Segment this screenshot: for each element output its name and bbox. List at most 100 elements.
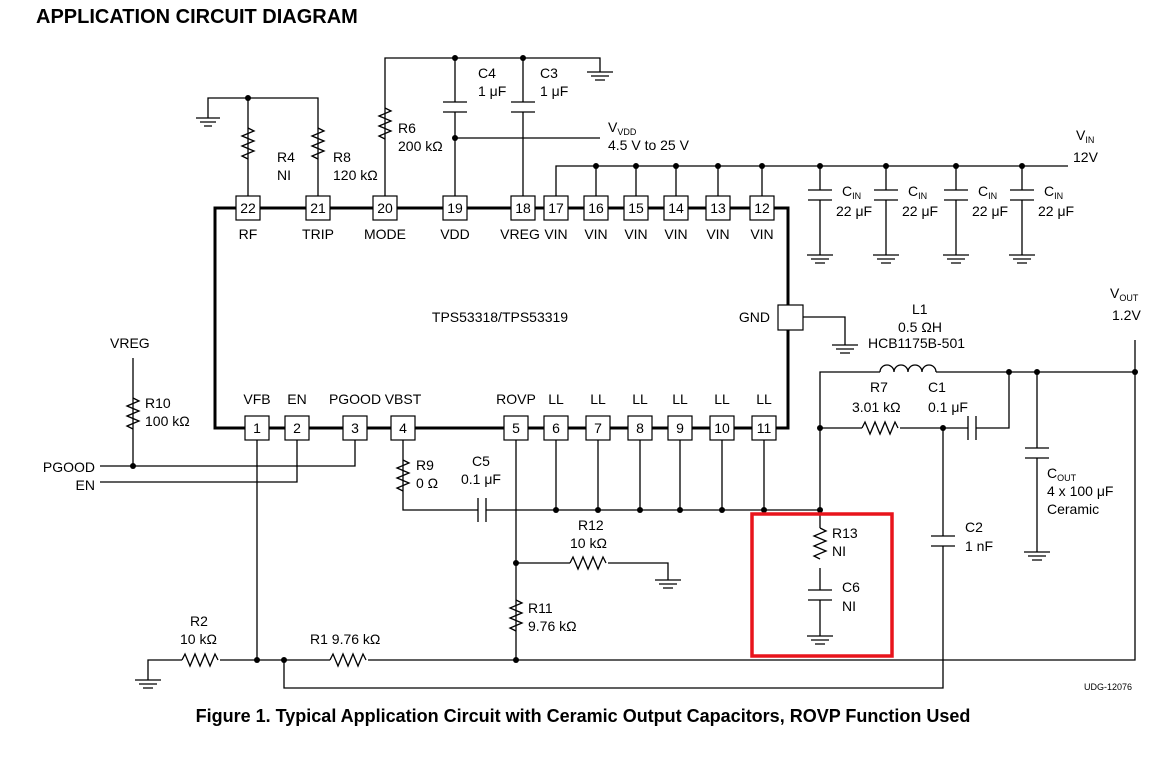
r11-resistor <box>508 599 524 632</box>
cin-label: CIN <box>978 183 997 201</box>
pin-13-number: 13 <box>710 200 726 216</box>
r12-ref: R12 <box>578 517 604 533</box>
c5-ref: C5 <box>472 453 490 469</box>
pin-1-name: VFB <box>243 391 270 407</box>
pin-10-box <box>709 415 735 441</box>
pin-3-box <box>342 415 368 441</box>
cin-label: CIN <box>1044 183 1063 201</box>
pin-20-box <box>372 195 398 221</box>
pin-12-box <box>749 195 775 221</box>
pin-7-number: 7 <box>594 420 602 436</box>
r8-ref: R8 <box>333 149 351 165</box>
pin-8-number: 8 <box>636 420 644 436</box>
pin-18-name: VREG <box>500 226 540 242</box>
r11-value: 9.76 kΩ <box>528 618 577 634</box>
cin-capacitor <box>944 189 968 201</box>
r11-ref: R11 <box>528 600 553 616</box>
pin-4-box <box>390 415 416 441</box>
cin-label: CIN <box>908 183 927 201</box>
r8-value: 120 kΩ <box>333 167 378 183</box>
r7-value: 3.01 kΩ <box>852 399 901 415</box>
vdd-range: 4.5 V to 25 V <box>608 137 690 153</box>
r13-value: NI <box>832 543 846 559</box>
cin-value: 22 μF <box>1038 203 1074 219</box>
pin-16-box <box>583 195 609 221</box>
r6-resistor <box>377 107 393 140</box>
r6-value: 200 kΩ <box>398 138 443 154</box>
ground-icon <box>943 254 969 264</box>
pin-16-name: VIN <box>584 226 607 242</box>
c3-capacitor <box>511 101 535 113</box>
pin-22-name: RF <box>239 226 258 242</box>
cin-value: 22 μF <box>972 203 1008 219</box>
pin-16-number: 16 <box>588 200 604 216</box>
en-label: EN <box>76 477 95 493</box>
r10-ref: R10 <box>145 395 171 411</box>
pin-4-number: 4 <box>399 420 407 436</box>
pin-7-name: LL <box>590 391 606 407</box>
l1-part: HCB1175B-501 <box>868 335 965 351</box>
pin-14-number: 14 <box>668 200 684 216</box>
pin-13-name: VIN <box>706 226 729 242</box>
cin-value: 22 μF <box>902 203 938 219</box>
pin-22-box <box>235 195 261 221</box>
vout-label: VOUT <box>1110 285 1139 303</box>
pin-21-name: TRIP <box>302 226 334 242</box>
pin-14-name: VIN <box>664 226 687 242</box>
r9-value: 0 Ω <box>416 475 438 491</box>
pin-21-number: 21 <box>310 200 326 216</box>
cin-capacitor <box>808 189 832 201</box>
c3-value: 1 μF <box>540 83 568 99</box>
pin-15-name: VIN <box>624 226 647 242</box>
pin-8-box <box>627 415 653 441</box>
r7-resistor <box>861 420 899 436</box>
pin-22-number: 22 <box>240 200 256 216</box>
pin-12-name: VIN <box>750 226 773 242</box>
c4-ref: C4 <box>478 65 496 81</box>
pin-3-number: 3 <box>351 420 359 436</box>
vdd-label: VVDD <box>608 119 637 137</box>
pgood-label: PGOOD <box>43 459 95 475</box>
doc-code: UDG-12076 <box>1084 682 1132 692</box>
pin-11-number: 11 <box>757 420 772 436</box>
pin-3-name: PGOOD <box>329 391 381 407</box>
pin-11-name: LL <box>756 391 772 407</box>
ground-icon <box>807 635 833 645</box>
r9-ref: R9 <box>416 457 434 473</box>
vin-label: VIN <box>1076 127 1094 145</box>
pin-5-number: 5 <box>512 420 520 436</box>
c2-ref: C2 <box>965 519 983 535</box>
pin-1-number: 1 <box>253 420 261 436</box>
c6-ref: C6 <box>842 579 860 595</box>
r13-ref: R13 <box>832 525 858 541</box>
pin-10-number: 10 <box>714 420 730 436</box>
r9-resistor <box>395 459 411 492</box>
r10-resistor <box>125 397 141 430</box>
cout-capacitor <box>1025 447 1049 459</box>
pin-20-number: 20 <box>377 200 393 216</box>
pin-18-number: 18 <box>515 200 531 216</box>
pin-6-number: 6 <box>552 420 560 436</box>
cout-label: COUT <box>1047 465 1077 483</box>
r13-resistor <box>812 527 828 560</box>
vreg-label: VREG <box>110 335 150 351</box>
pin-4-name: VBST <box>385 391 422 407</box>
c2-value: 1 nF <box>965 538 993 554</box>
pin-19-number: 19 <box>447 200 463 216</box>
r12-value: 10 kΩ <box>570 535 607 551</box>
r6-ref: R6 <box>398 120 416 136</box>
pin-17-box <box>543 195 569 221</box>
gnd-pin <box>777 304 804 331</box>
r1-resistor <box>329 652 367 668</box>
ground-icon <box>655 579 681 589</box>
pin-12-number: 12 <box>754 200 770 216</box>
c1-capacitor <box>967 416 977 440</box>
r12-resistor <box>569 555 607 571</box>
pin-19-name: VDD <box>440 226 470 242</box>
c3-ref: C3 <box>540 65 558 81</box>
c1-ref: C1 <box>928 379 946 395</box>
ground-icon <box>807 254 833 264</box>
ic-name: TPS53318/TPS53319 <box>432 309 568 325</box>
highlight-box <box>750 512 894 658</box>
